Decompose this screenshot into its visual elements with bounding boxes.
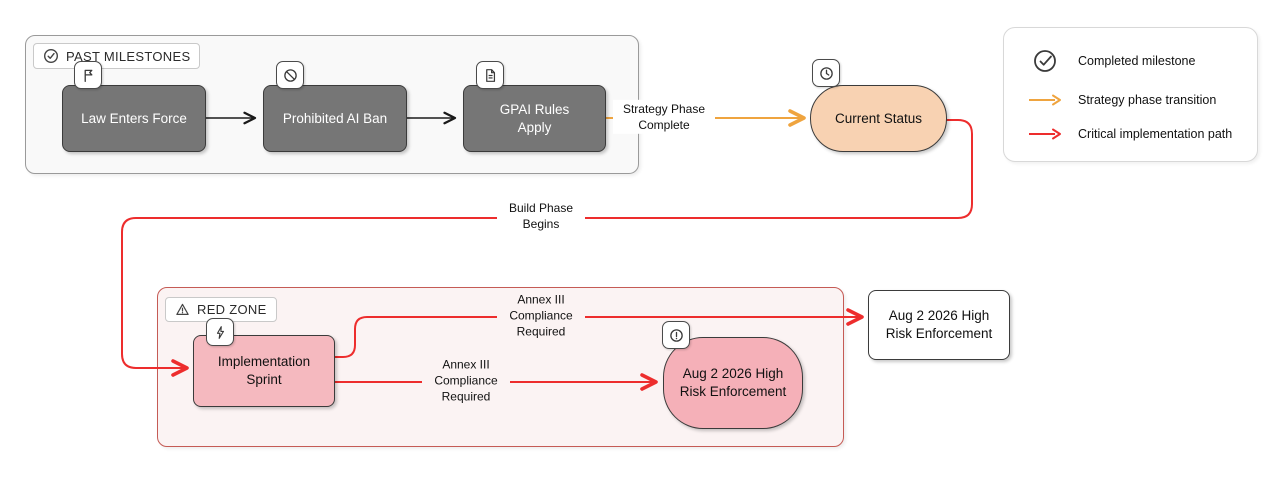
legend-item-label: Completed milestone [1078, 53, 1196, 68]
node-current-status: Current Status [810, 85, 947, 152]
edge-label-annex-upper: Annex III Compliance Required [497, 290, 585, 342]
edge-label-strategy-phase-complete: Strategy Phase Complete [613, 99, 715, 135]
edge-annex-upper [333, 308, 864, 358]
lightning-icon [206, 318, 234, 346]
node-prohibited-ai-ban: Prohibited AI Ban [263, 85, 407, 152]
alert-icon [662, 321, 690, 349]
strategy-arrow-icon [1026, 94, 1064, 106]
past-milestones-title: PAST MILESTONES [33, 43, 201, 69]
legend-item-label: Strategy phase transition [1078, 93, 1217, 108]
node-law-enters-force: Law Enters Force [62, 85, 206, 152]
flag-icon [74, 61, 102, 89]
node-high-risk-enforcement-zone: Aug 2 2026 High Risk Enforcement [663, 337, 803, 429]
legend-item-completed: Completed milestone [1004, 48, 1257, 74]
prohibited-icon [276, 61, 304, 89]
clock-icon [812, 59, 840, 87]
edge-label-annex-lower: Annex III Compliance Required [422, 355, 510, 407]
node-implementation-sprint: Implementation Sprint [193, 335, 335, 407]
legend-item-label: Critical implementation path [1078, 127, 1233, 142]
node-high-risk-enforcement-external: Aug 2 2026 High Risk Enforcement [868, 290, 1010, 360]
node-gpai-rules-apply: GPAI Rules Apply [463, 85, 606, 152]
check-circle-icon [43, 48, 59, 64]
check-circle-icon [1026, 48, 1064, 74]
legend-item-strategy: Strategy phase transition [1004, 93, 1257, 107]
edge-label-build-phase-begins: Build Phase Begins [497, 198, 585, 234]
legend: Completed milestone Strategy phase trans… [1003, 27, 1258, 162]
legend-item-critical: Critical implementation path [1004, 127, 1257, 141]
document-icon [476, 61, 504, 89]
critical-arrow-icon [1026, 128, 1064, 140]
warning-icon [175, 302, 190, 317]
